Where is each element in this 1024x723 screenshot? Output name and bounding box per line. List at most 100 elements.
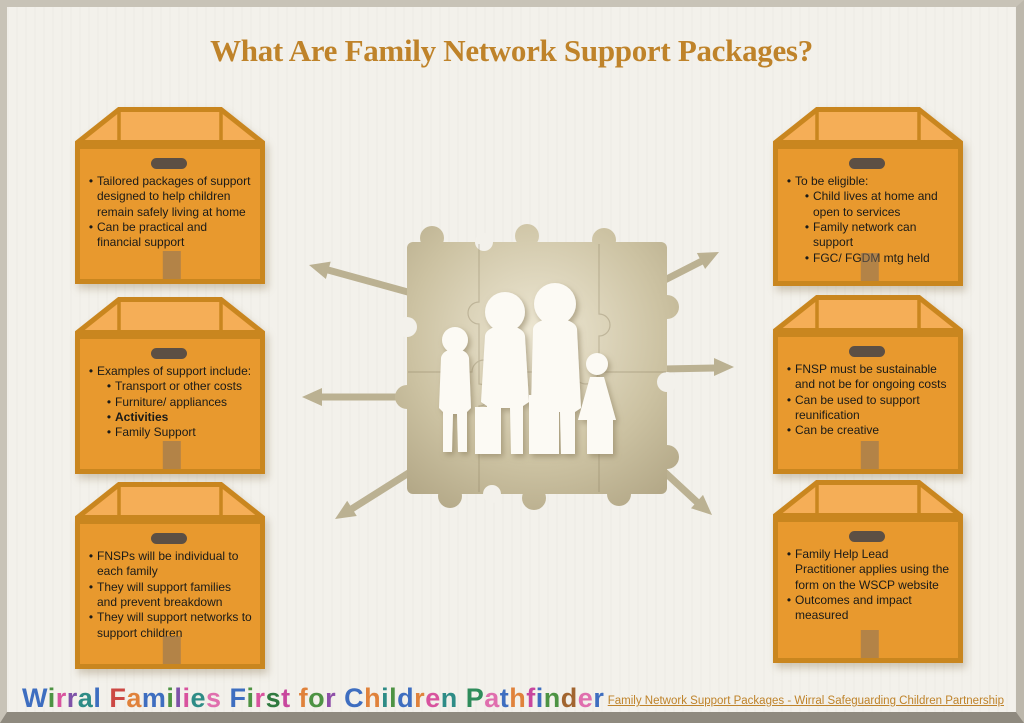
box-handle-slot: [849, 158, 885, 169]
tape-strip: [162, 441, 181, 469]
bullet-list: •Family Help Lead Practitioner applies u…: [783, 547, 951, 624]
bullet-item: •Examples of support include:: [85, 364, 253, 379]
bullet-marker: •: [88, 364, 94, 378]
bullet-text: Furniture/ appliances: [115, 394, 228, 409]
brand-letter: i: [47, 683, 56, 713]
bullet-item: •Activities: [85, 410, 253, 425]
brand-letter: e: [425, 683, 441, 713]
brand-letter: h: [364, 683, 382, 713]
brand-letter: a: [126, 683, 142, 713]
brand-letter: o: [308, 683, 326, 713]
brand-letter: l: [93, 683, 102, 713]
brand-letter: t: [499, 683, 510, 713]
bullet-text: Activities: [115, 410, 169, 425]
brand-letter: F: [229, 683, 247, 713]
brand-letter: F: [109, 683, 127, 713]
bullet-item: •FNSP must be sustainable and not be for…: [783, 362, 951, 393]
brand-letter: i: [535, 683, 544, 713]
girl-silhouette: [578, 353, 616, 448]
support-box-top-right: •To be eligible:•Child lives at home and…: [773, 107, 963, 286]
bullet-marker: •: [804, 220, 810, 235]
bullet-text: Family network can support: [813, 220, 917, 250]
bullet-marker: •: [106, 379, 112, 394]
bullet-item: •FNSPs will be individual to each family: [85, 549, 253, 580]
tape-strip: [162, 636, 181, 664]
bullet-text: Examples of support include:: [97, 364, 252, 378]
brand-letter: C: [344, 683, 365, 713]
support-box-bottom-right: •Family Help Lead Practitioner applies u…: [773, 480, 963, 663]
brand-letter: [222, 683, 230, 712]
bullet-marker: •: [106, 394, 112, 409]
bullet-marker: •: [88, 220, 94, 235]
support-box-middle-left: •Examples of support include:•Transport …: [75, 297, 265, 474]
brand-letter: i: [182, 683, 191, 713]
box-lid: [773, 107, 963, 145]
bullet-list: •FNSPs will be individual to each family…: [85, 549, 253, 641]
brand-letter: d: [560, 683, 578, 713]
bullet-marker: •: [88, 610, 94, 625]
brand-letter: r: [55, 683, 67, 713]
bullet-item: •Can be creative: [783, 423, 951, 438]
bullet-item: •Can be used to support reunification: [783, 393, 951, 424]
brand-letter: l: [389, 683, 398, 713]
support-box-top-left: •Tailored packages of support designed t…: [75, 107, 265, 284]
bullet-marker: •: [106, 410, 112, 425]
man-silhouette: [531, 283, 581, 454]
brand-letter: i: [246, 683, 255, 713]
woman-silhouette: [481, 292, 529, 454]
bullet-item: •They will support networks to support c…: [85, 610, 253, 641]
box-handle-slot: [151, 158, 187, 169]
bullet-text: Tailored packages of support designed to…: [97, 174, 251, 219]
bullet-text: Outcomes and impact measured: [795, 593, 912, 623]
bullet-marker: •: [88, 549, 94, 563]
box-handle-slot: [151, 348, 187, 359]
brand-letter: n: [440, 683, 458, 713]
brand-letter: f: [526, 683, 536, 713]
bullet-text: Family Support: [115, 425, 196, 440]
box-lid: [773, 295, 963, 333]
brand-letter: a: [77, 683, 94, 713]
family-silhouettes: [439, 283, 616, 454]
bullet-list: •FNSP must be sustainable and not be for…: [783, 362, 951, 439]
bullet-list: •Tailored packages of support designed t…: [85, 174, 253, 251]
box-handle-slot: [151, 533, 187, 544]
bullet-text: Can be creative: [795, 423, 880, 438]
tape-strip: [162, 251, 181, 279]
box-handle-slot: [849, 531, 885, 542]
brand-title: Wirral Families First for Children Pathf…: [22, 683, 604, 713]
bullet-item: •Child lives at home and open to service…: [783, 189, 951, 220]
bullet-item: •Family Support: [85, 425, 253, 440]
bullet-item: •Can be practical and financial support: [85, 220, 253, 251]
footer-link[interactable]: Family Network Support Packages - Wirral…: [607, 695, 1004, 707]
brand-letter: [336, 683, 344, 712]
bullet-marker: •: [106, 425, 112, 440]
bullet-marker: •: [786, 362, 792, 376]
radiating-arrows: [302, 252, 734, 519]
brand-letter: l: [174, 683, 183, 713]
bullet-text: To be eligible:: [795, 174, 869, 188]
bullet-text: Can be practical and financial support: [97, 220, 208, 250]
bullet-item: •They will support families and prevent …: [85, 580, 253, 611]
bullet-list: •Examples of support include:•Transport …: [85, 364, 253, 441]
bullet-text: FNSPs will be individual to each family: [97, 549, 239, 579]
support-box-bottom-left: •FNSPs will be individual to each family…: [75, 482, 265, 669]
brand-letter: s: [265, 683, 282, 713]
bullet-marker: •: [88, 579, 94, 594]
box-body: •Family Help Lead Practitioner applies u…: [773, 517, 963, 663]
bullet-item: •Family Help Lead Practitioner applies u…: [783, 547, 951, 593]
bullet-item: •Transport or other costs: [85, 379, 253, 394]
bullet-item: •To be eligible:: [783, 174, 951, 189]
page-title: What Are Family Network Support Packages…: [210, 33, 813, 68]
brand-letter: [291, 683, 299, 712]
box-body: •Examples of support include:•Transport …: [75, 334, 265, 474]
brand-letter: e: [190, 683, 206, 713]
brand-letter: r: [325, 683, 337, 713]
bullet-text: They will support networks to support ch…: [97, 610, 252, 640]
bullet-marker: •: [804, 250, 810, 265]
bullet-marker: •: [786, 174, 792, 188]
bullet-item: •Tailored packages of support designed t…: [85, 174, 253, 220]
support-box-middle-right: •FNSP must be sustainable and not be for…: [773, 295, 963, 474]
bullet-marker: •: [786, 593, 792, 608]
bullet-marker: •: [786, 547, 792, 561]
